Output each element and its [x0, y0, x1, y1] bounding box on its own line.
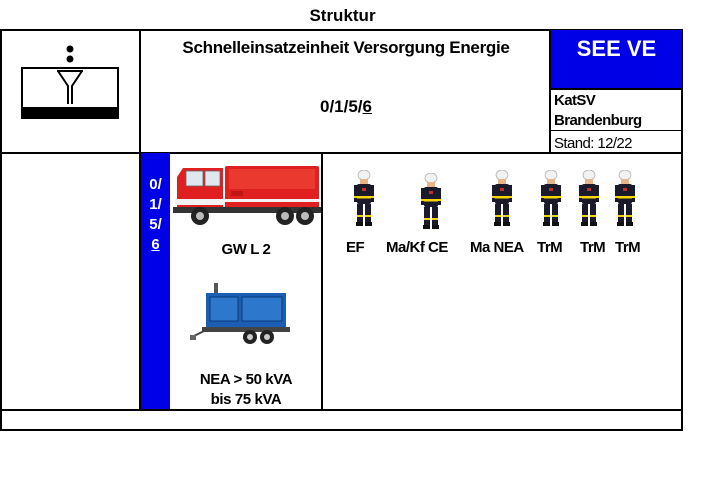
- org-line-1: KatSV: [554, 92, 596, 109]
- firefighter-icon: [615, 170, 636, 227]
- strength-line-2: 5/: [149, 216, 162, 233]
- strength-line-1: 1/: [149, 196, 162, 213]
- col-divider-1: [139, 29, 141, 410]
- truck-icon: [173, 163, 321, 229]
- stand-divider: [550, 130, 683, 131]
- row-divider-2: [0, 409, 683, 411]
- generator-trailer-icon: [190, 281, 294, 351]
- strength-line-total: 6: [151, 236, 160, 253]
- vehicle-label-gwl2: GW L 2: [221, 241, 271, 258]
- header-divider: [550, 88, 683, 90]
- strength-prefix: 0/1/5/: [319, 97, 363, 116]
- firefighter-icon: [579, 170, 600, 227]
- vehicle-label-nea-line2: bis 75 kVA: [210, 391, 282, 408]
- page-title: Struktur: [309, 6, 376, 25]
- outer-frame: [0, 29, 683, 431]
- row-divider-1: [0, 152, 683, 154]
- crew-label-ma-kf-ce: Ma/Kf CE: [386, 239, 448, 256]
- crew-label-trm-2: TrM: [580, 239, 606, 256]
- vehicle-label-nea-line1: NEA > 50 kVA: [199, 371, 293, 388]
- stand-date: Stand: 12/22: [554, 135, 632, 152]
- crew-label-trm-1: TrM: [537, 239, 563, 256]
- firefighter-icon: [541, 170, 562, 227]
- crew-label-ef: EF: [346, 239, 365, 256]
- unit-name: Schnelleinsatzeinheit Versorgung Energie: [182, 38, 510, 57]
- strength-line-0: 0/: [149, 176, 162, 193]
- col-divider-3: [321, 153, 323, 410]
- firefighter-icon: [354, 170, 375, 227]
- col-divider-2: [549, 29, 551, 153]
- crew-label-ma-nea: Ma NEA: [470, 239, 524, 256]
- strength-bar: [141, 153, 170, 409]
- strength-code: 0/1/5/6: [142, 97, 550, 117]
- firefighter-icon: [421, 173, 442, 230]
- crew-label-trm-3: TrM: [615, 239, 641, 256]
- tactical-symbol-icon: [20, 44, 120, 120]
- org-line-2: Brandenburg: [554, 112, 642, 129]
- strength-total: 6: [362, 97, 372, 116]
- unit-abbreviation-badge: SEE VE: [551, 30, 682, 88]
- firefighter-icon: [492, 170, 513, 227]
